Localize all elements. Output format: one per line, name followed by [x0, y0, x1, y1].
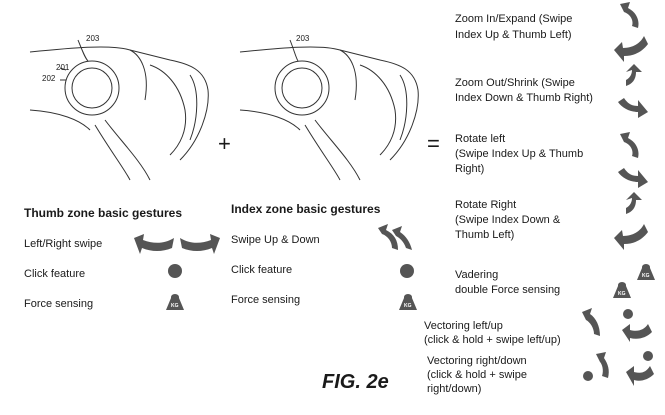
result-rotate-left-line3: Right) — [455, 163, 485, 175]
thumb-item-click: Click feature — [24, 268, 86, 280]
result-vadering-line1: Vadering — [455, 269, 499, 281]
result-vectoring-rightdown-line2: (click & hold + swipe — [427, 369, 527, 381]
figure-label: FIG. 2e — [322, 371, 389, 393]
vectoring-rightdown-gesture-icon — [583, 351, 654, 386]
ref-203-left: 203 — [86, 34, 100, 43]
result-zoom-in-line1: Zoom In/Expand (Swipe — [455, 13, 573, 25]
index-item-swipe: Swipe Up & Down — [231, 234, 320, 246]
result-vectoring-rightdown-line3: right/down) — [427, 383, 482, 395]
result-vadering-line2: double Force sensing — [455, 284, 561, 296]
zoom-in-gesture-icon — [614, 2, 648, 62]
result-vectoring-rightdown-line1: Vectoring right/down — [427, 355, 527, 367]
index-item-click: Click feature — [231, 264, 293, 276]
result-vectoring-leftup-line2: (click & hold + swipe left/up) — [424, 334, 561, 346]
result-zoom-out-line1: Zoom Out/Shrink (Swipe — [455, 77, 575, 89]
rotate-left-gesture-icon — [618, 132, 648, 188]
result-rotate-left-line1: Rotate left — [455, 133, 506, 145]
index-zone-title: Index zone basic gestures — [231, 202, 381, 216]
plus-sign: + — [218, 131, 231, 156]
index-swipe-updown-icon — [378, 224, 412, 250]
kg-label: KG — [618, 291, 626, 297]
thumb-click-dot-icon — [168, 264, 182, 278]
result-rotate-left-line2: (Swipe Index Up & Thumb — [455, 148, 584, 160]
kg-label: KG — [171, 303, 179, 309]
equals-sign: = — [427, 131, 440, 156]
vadering-kg-icon-top: KG — [637, 264, 655, 280]
ref-202: 202 — [42, 74, 56, 83]
thumb-swipe-left-icon — [134, 234, 174, 254]
index-item-force: Force sensing — [231, 294, 301, 306]
thumb-item-force: Force sensing — [24, 298, 94, 310]
ref-201: 201 — [56, 63, 70, 72]
rotate-right-gesture-icon — [614, 192, 648, 250]
kg-label: KG — [404, 303, 412, 309]
thumb-zone-title: Thumb zone basic gestures — [24, 206, 183, 220]
ref-203-right: 203 — [296, 34, 310, 43]
index-click-dot-icon — [400, 264, 414, 278]
vadering-kg-icon-bottom: KG — [613, 282, 631, 298]
thumb-item-swipe: Left/Right swipe — [24, 238, 103, 250]
result-zoom-in-line2: Index Up & Thumb Left) — [455, 29, 572, 41]
hand-watch-illustration-right — [239, 39, 419, 181]
vectoring-leftup-gesture-icon — [582, 308, 652, 342]
thumb-swipe-right-icon — [180, 234, 220, 254]
thumb-force-kg-icon: KG — [166, 294, 184, 310]
hand-watch-illustration-left — [29, 39, 209, 181]
result-rotate-right-line1: Rotate Right — [455, 199, 517, 211]
zoom-out-gesture-icon — [618, 64, 648, 118]
result-rotate-right-line2: (Swipe Index Down & — [455, 214, 561, 226]
result-zoom-out-line2: Index Down & Thumb Right) — [455, 92, 593, 104]
kg-label: KG — [642, 273, 650, 279]
index-force-kg-icon: KG — [399, 294, 417, 310]
result-rotate-right-line3: Thumb Left) — [455, 229, 515, 241]
result-vectoring-leftup-line1: Vectoring left/up — [424, 320, 503, 332]
